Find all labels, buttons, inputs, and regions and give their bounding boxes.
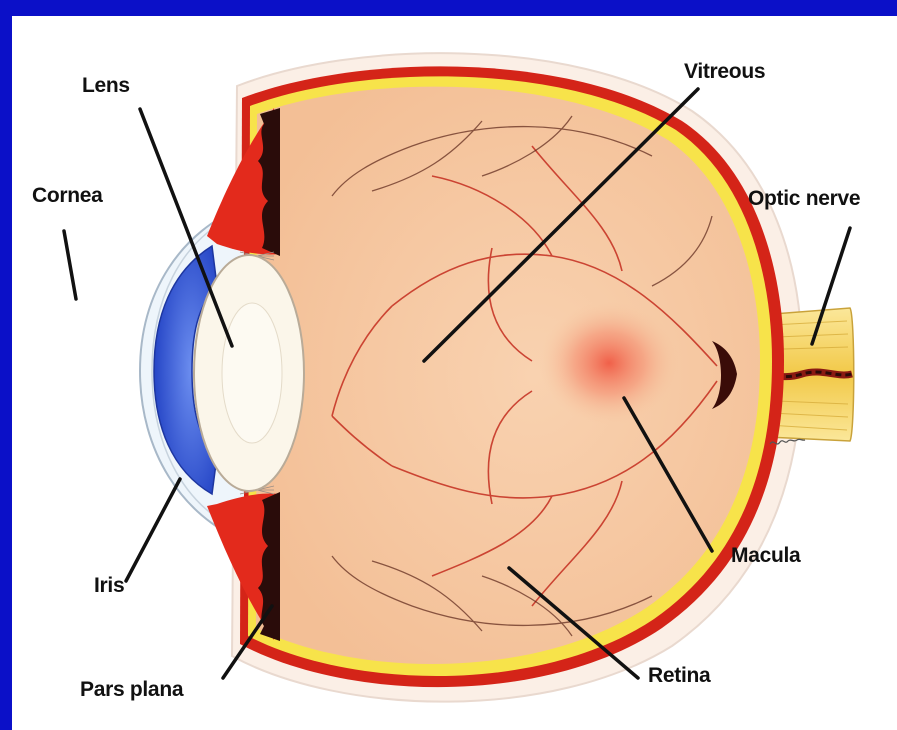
iris-pointer [126,479,180,581]
macula-spot [539,301,679,425]
eye-cross-section [12,16,897,730]
cornea-pointer [64,231,76,299]
label-macula: Macula [731,544,800,568]
label-lens: Lens [82,74,130,98]
label-cornea: Cornea [32,184,103,208]
diagram-panel: Lens Vitreous Cornea Optic nerve Iris Ma… [12,16,897,730]
label-retina: Retina [648,664,710,688]
label-optic-nerve: Optic nerve [748,187,860,211]
label-pars-plana: Pars plana [80,678,183,702]
label-iris: Iris [94,574,124,598]
label-vitreous: Vitreous [684,60,765,84]
